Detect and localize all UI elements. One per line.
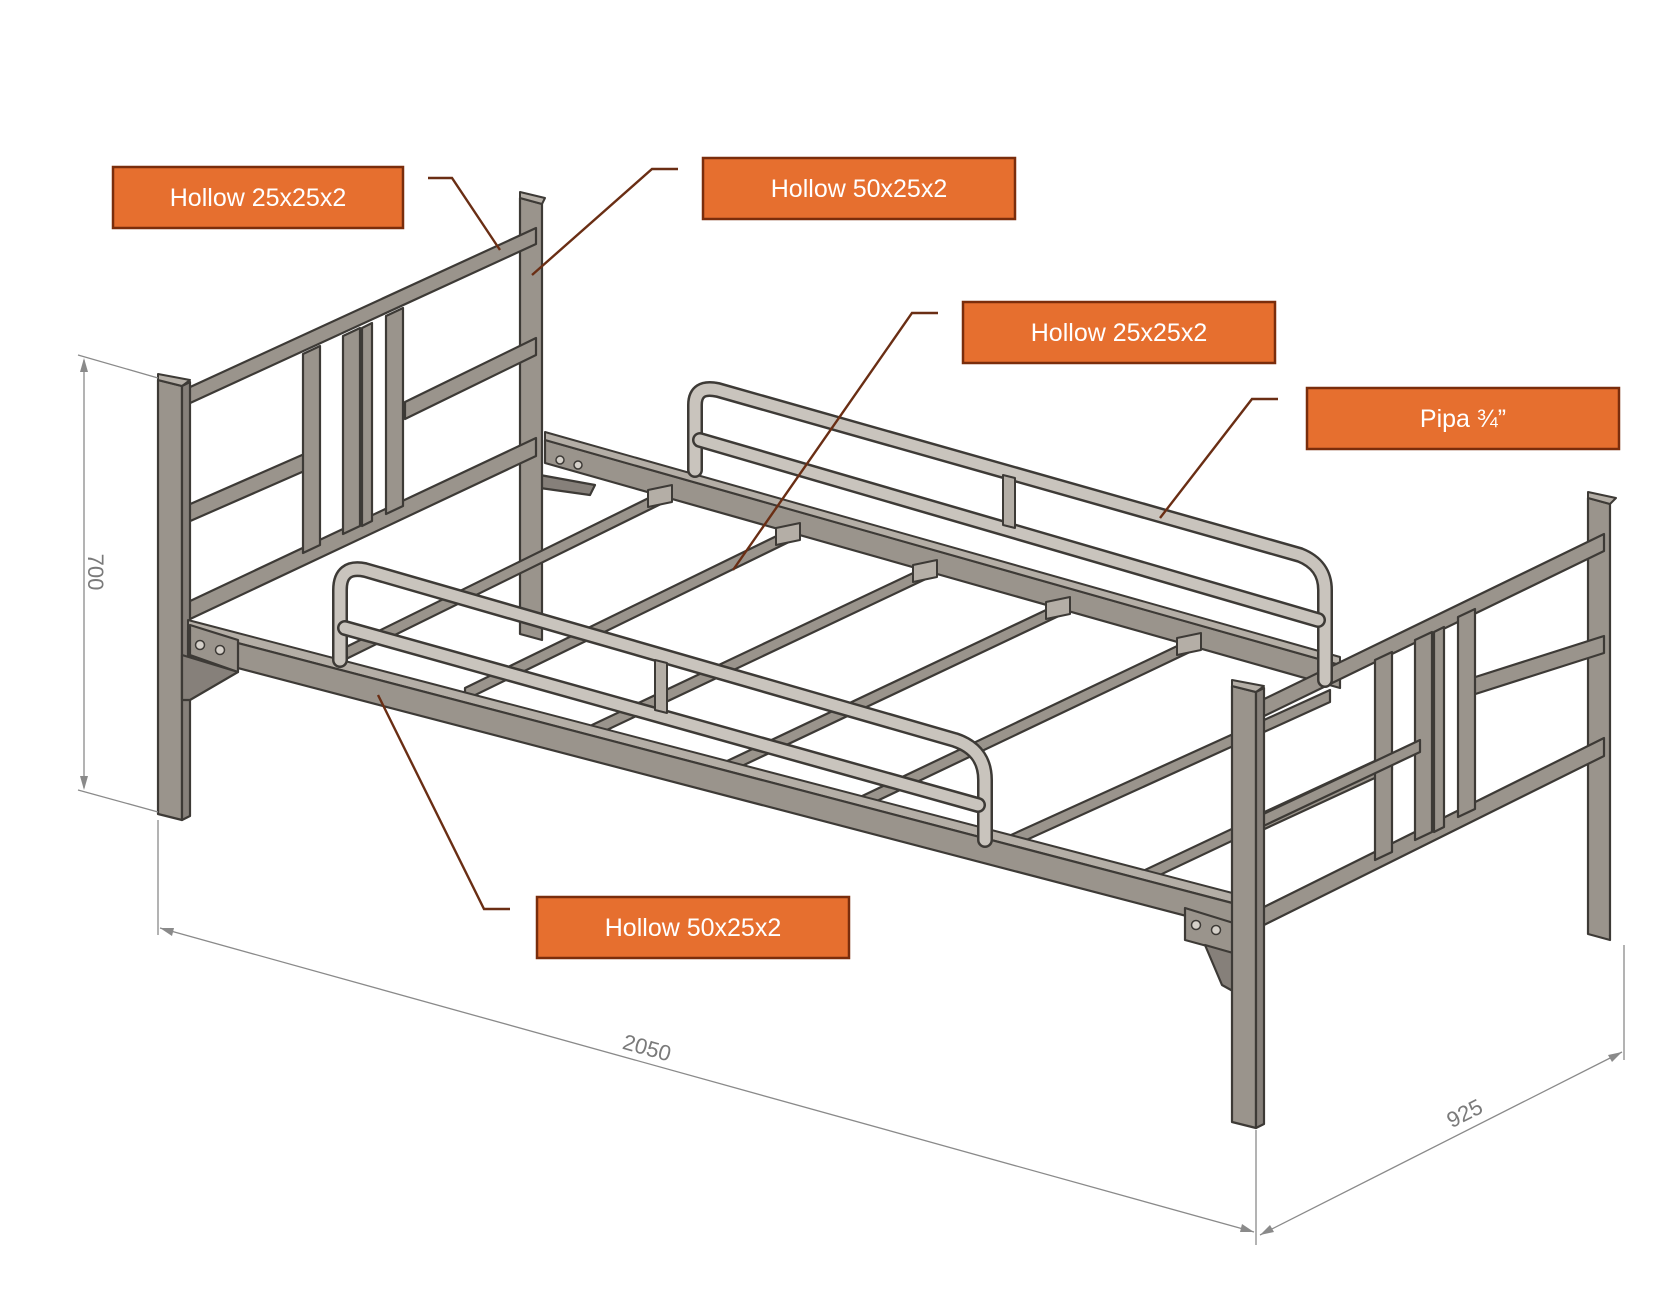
label-side-rail: Hollow 50x25x2	[535, 895, 851, 960]
label-side-guard: Pipa ¾”	[1305, 386, 1621, 451]
label-slat-text: Hollow 25x25x2	[1031, 319, 1208, 347]
leader-headboard-top-rail	[428, 176, 501, 251]
height-dimension-label: 700	[83, 554, 108, 591]
leader-slat	[732, 311, 938, 571]
leader-headboard-post	[531, 167, 678, 276]
dimension-height: 700	[77, 354, 159, 813]
label-side-rail-text: Hollow 50x25x2	[605, 914, 782, 942]
length-dimension-label: 2050	[620, 1029, 674, 1066]
front-foot-post	[1230, 679, 1266, 1130]
label-headboard-post-text: Hollow 50x25x2	[771, 175, 948, 203]
dimension-width: 925	[1259, 945, 1625, 1236]
width-dimension-label: 925	[1443, 1094, 1487, 1133]
leader-side-rail	[376, 694, 510, 911]
leader-side-guard	[1159, 397, 1278, 519]
label-side-guard-text: Pipa ¾”	[1420, 405, 1506, 433]
headboard	[156, 191, 546, 822]
far-side-rail	[538, 431, 1342, 690]
leader-lines	[376, 167, 1278, 911]
label-headboard-post: Hollow 50x25x2	[701, 156, 1017, 221]
slats	[338, 484, 1422, 892]
label-slat: Hollow 25x25x2	[961, 300, 1277, 365]
label-headboard-top-rail-text: Hollow 25x25x2	[170, 184, 347, 212]
near-guard-rail	[332, 561, 993, 848]
label-headboard-top-rail: Hollow 25x25x2	[111, 165, 405, 230]
